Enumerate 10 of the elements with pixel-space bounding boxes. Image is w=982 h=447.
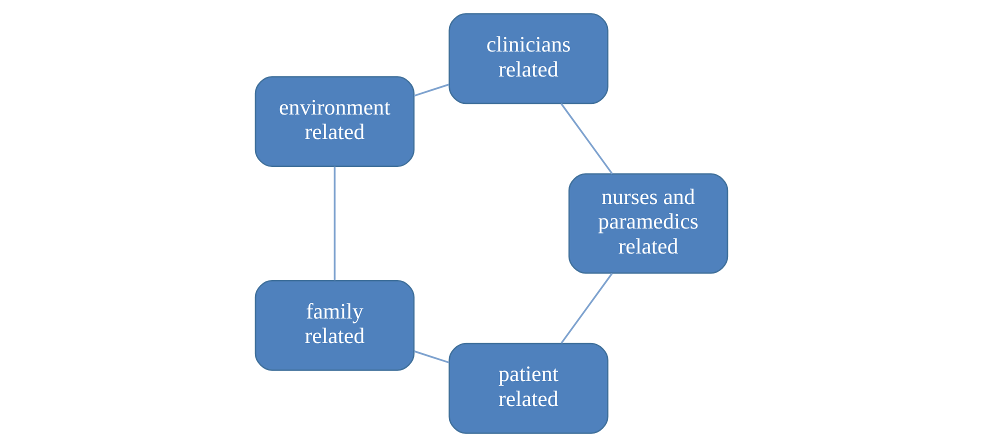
node-box: patient related (448, 342, 608, 434)
connector (413, 84, 449, 97)
connector (560, 272, 612, 344)
node-box: clinicians related (448, 13, 608, 104)
node-box: family related (254, 280, 414, 371)
node-box: nurses and paramedics related (568, 173, 728, 274)
connector (560, 103, 612, 174)
connector (333, 166, 336, 280)
connector (414, 350, 449, 364)
node-box: environment related (254, 76, 414, 168)
